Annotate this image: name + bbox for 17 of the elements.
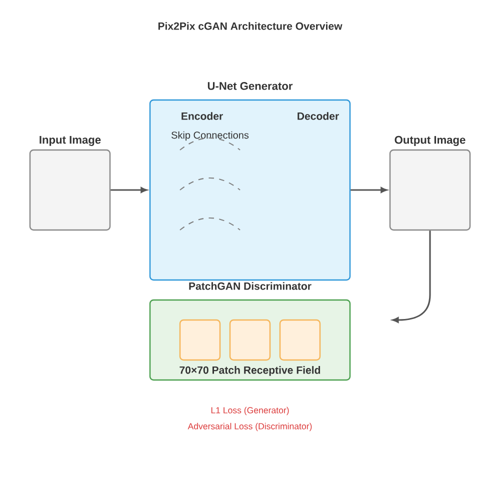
patch-box bbox=[179, 319, 221, 361]
field-label: 70×70 Patch Receptive Field bbox=[180, 366, 320, 376]
section-label: Skip Connections bbox=[171, 131, 249, 141]
loss-note: Adversarial Loss (Discriminator) bbox=[188, 422, 312, 432]
box-heading: PatchGAN Discriminator bbox=[189, 282, 312, 290]
section-label: Encoder bbox=[182, 112, 223, 120]
patch-box bbox=[229, 319, 271, 361]
box-heading: Input Image bbox=[40, 136, 101, 146]
title: Pix2Pix cGAN Architecture Overview bbox=[158, 22, 342, 30]
section-label: Decoder bbox=[298, 112, 339, 120]
box-heading: Output Image bbox=[394, 136, 466, 146]
patch-box bbox=[279, 319, 321, 361]
arrow bbox=[350, 187, 388, 193]
arrow bbox=[392, 230, 431, 323]
loss-note: L1 Loss (Generator) bbox=[211, 406, 289, 416]
box-heading: U-Net Generator bbox=[208, 82, 293, 90]
arrow bbox=[110, 187, 148, 193]
